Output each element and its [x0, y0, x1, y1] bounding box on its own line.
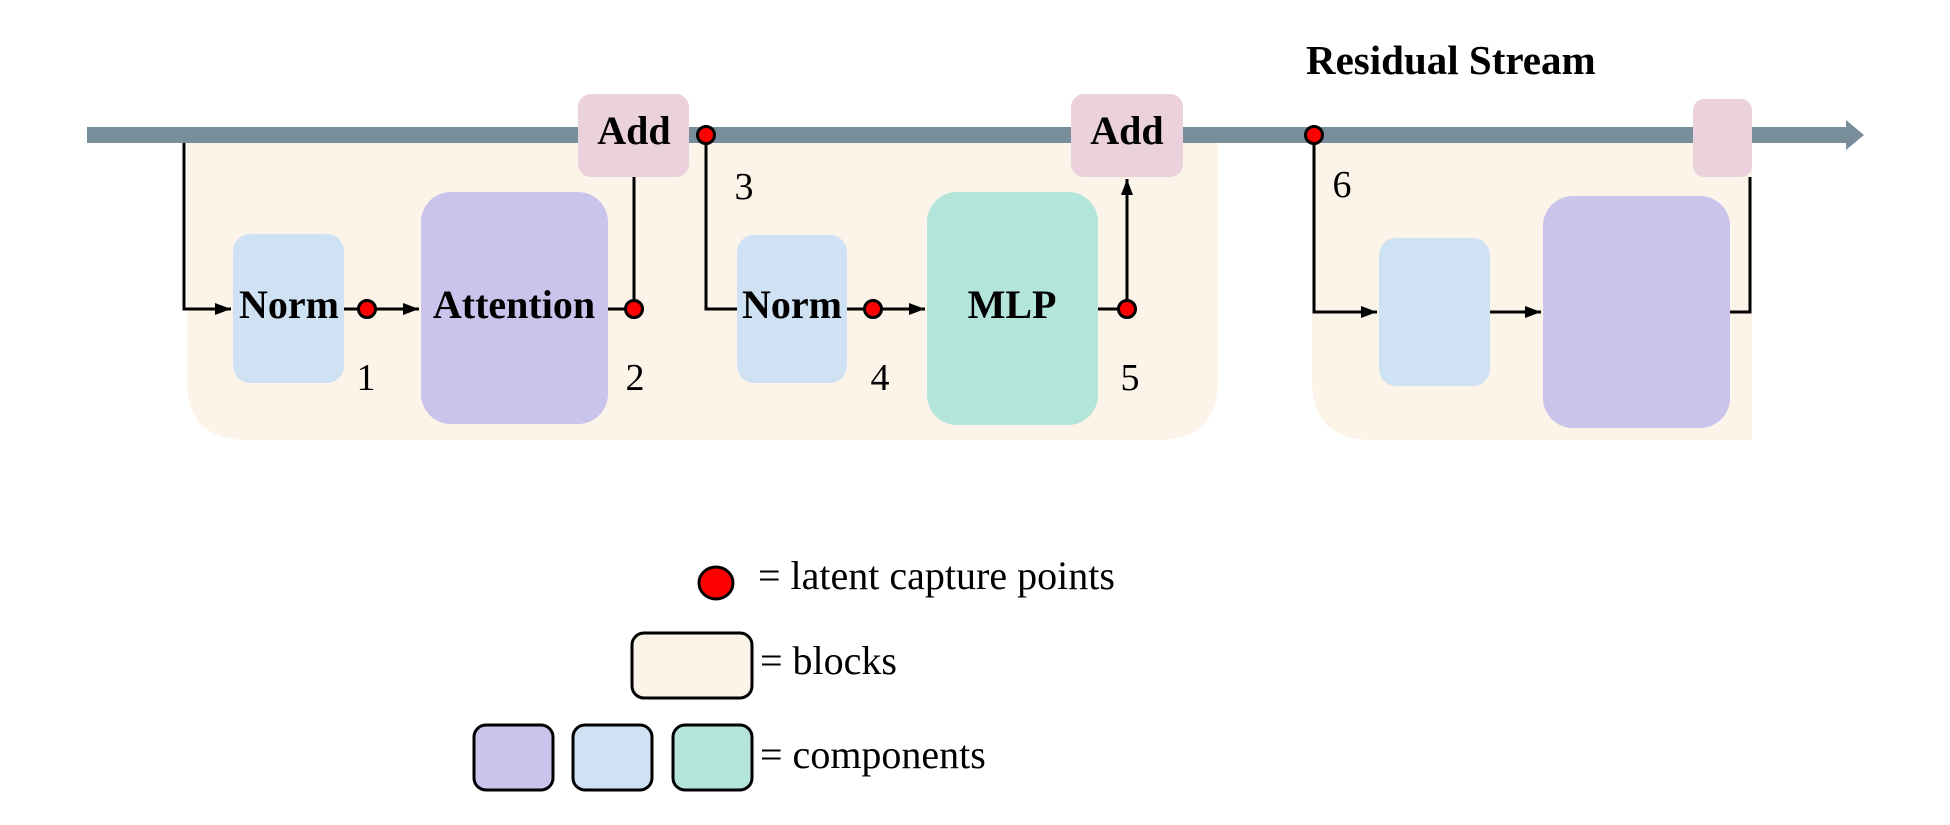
legend-norm-swatch [571, 723, 654, 792]
add-1-label: Add [597, 108, 670, 153]
norm-2-box [737, 235, 847, 383]
add-2-box [1071, 94, 1183, 177]
capture-point-label-5: 5 [1121, 357, 1140, 399]
legend-components-label: = components [760, 732, 986, 777]
norm-1-label: Norm [239, 282, 339, 327]
capture-point-label-2: 2 [626, 357, 645, 399]
wire-point3-to-norm2 [704, 135, 737, 311]
legend-block-swatch [630, 631, 754, 700]
legend: = latent capture points = blocks = compo… [472, 553, 1115, 792]
legend-capture-points-label: = latent capture points [758, 553, 1115, 598]
norm-box-block2 [1379, 238, 1490, 386]
residual-stream-title: Residual Stream [1306, 37, 1596, 83]
capture-point-6 [1304, 125, 1324, 145]
add-box-block2 [1693, 99, 1752, 177]
capture-point-label-6: 6 [1333, 164, 1352, 206]
add-1-box [578, 94, 689, 177]
legend-capture-point-icon [697, 565, 735, 601]
norm-1-box [233, 234, 344, 383]
capture-point-label-4: 4 [871, 357, 890, 399]
attention-label: Attention [433, 282, 595, 327]
norm-2-label: Norm [742, 282, 842, 327]
mlp-label: MLP [968, 282, 1057, 327]
capture-point-3 [696, 125, 716, 145]
legend-mlp-swatch [671, 723, 754, 792]
mlp-box [927, 192, 1098, 425]
residual-stream-bar [87, 127, 1850, 143]
capture-point-label-1: 1 [357, 357, 376, 399]
residual-stream-arrowhead-icon [1846, 120, 1864, 150]
capture-point-label-3: 3 [735, 166, 754, 208]
add-2-label: Add [1090, 108, 1163, 153]
capture-point-1 [357, 299, 377, 319]
wire-attention-to-add-b2 [1730, 177, 1752, 314]
wire-point6-to-norm [1312, 135, 1377, 318]
capture-point-5 [1117, 299, 1137, 319]
legend-attention-swatch [472, 723, 555, 792]
attention-box [421, 192, 608, 424]
capture-point-4 [863, 299, 883, 319]
wire-stream-to-norm1 [182, 143, 231, 315]
legend-blocks-label: = blocks [760, 638, 897, 683]
capture-point-2 [624, 299, 644, 319]
attention-box-block2 [1543, 196, 1730, 428]
